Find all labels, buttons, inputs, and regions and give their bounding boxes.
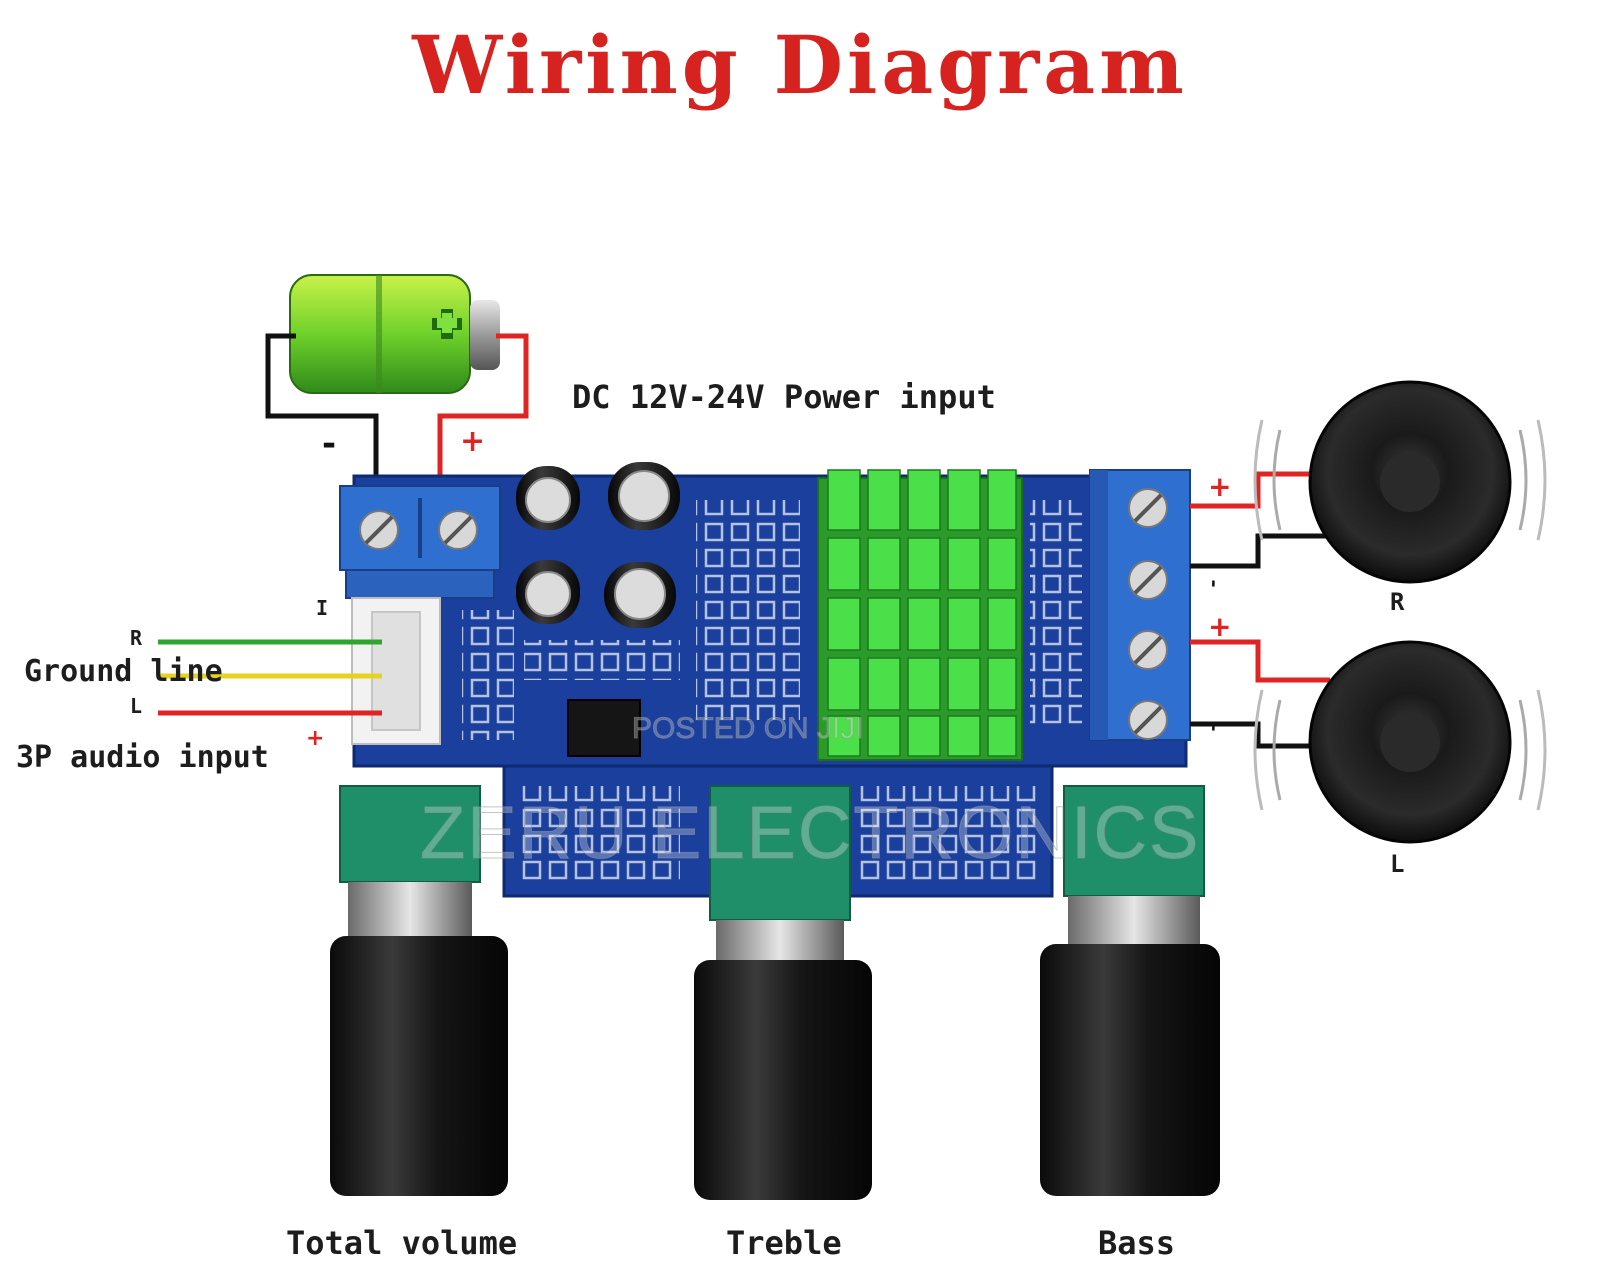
speaker-terminal-block-icon <box>1089 469 1191 741</box>
speaker-l-plus-sign: + <box>1208 610 1232 643</box>
heatsink-icon <box>817 469 1023 761</box>
watermark-posted: POSTED ON JIJI <box>632 712 865 746</box>
diagram-title: Wiring Diagram <box>412 18 1188 112</box>
capacitor-icon <box>516 462 680 628</box>
speaker-r-minus-sign: ' <box>1210 578 1217 603</box>
audio-input-r-label: R <box>130 626 143 650</box>
audio-input-l-label: L <box>130 694 143 718</box>
audio-plus-sign: + <box>306 726 325 751</box>
battery-plus-sign: + <box>460 424 486 459</box>
audio-input-connector <box>351 597 441 745</box>
ground-line-label: Ground line <box>24 654 223 689</box>
speaker-l-label: L <box>1390 850 1405 878</box>
battery-minus-sign: - <box>322 424 337 464</box>
battery-icon <box>289 274 500 394</box>
audio-input-wires <box>158 639 382 716</box>
knob-icon <box>330 785 1220 1200</box>
speaker-r-label: R <box>1390 588 1405 616</box>
power-input-label: DC 12V-24V Power input <box>572 378 996 416</box>
power-terminal-block-icon <box>339 485 501 599</box>
connector-pin-label: I <box>316 596 329 620</box>
knob-bass-label: Bass <box>1098 1224 1176 1262</box>
knob-volume-label: Total volume <box>286 1224 518 1262</box>
battery-wires <box>265 333 529 488</box>
knob-treble-label: Treble <box>726 1224 842 1262</box>
speaker-icon <box>1253 380 1547 844</box>
audio-input-label: 3P audio input <box>16 740 269 775</box>
speaker-wires <box>1190 471 1330 749</box>
watermark-brand: ZERU ELECTRONICS <box>419 791 1201 875</box>
speaker-l-minus-sign: ' <box>1210 722 1217 747</box>
speaker-r-plus-sign: + <box>1208 470 1232 503</box>
